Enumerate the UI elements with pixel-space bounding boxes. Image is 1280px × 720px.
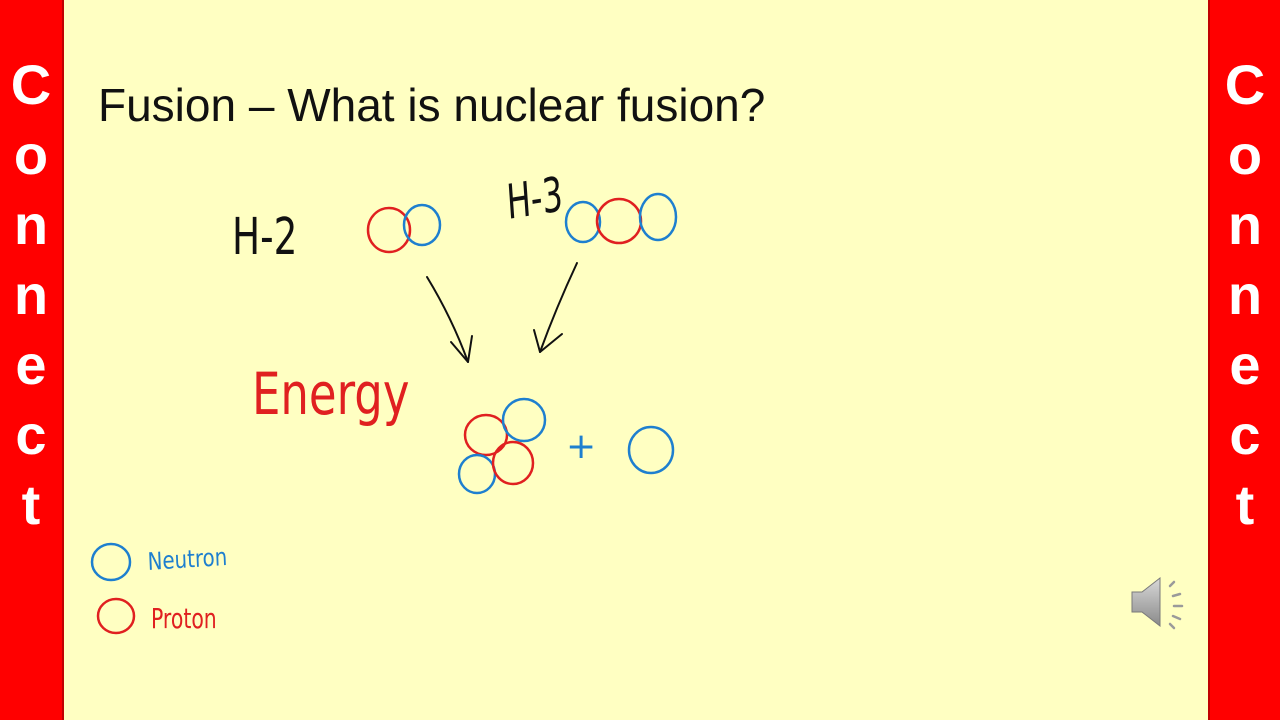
arrow-left: [426, 276, 469, 363]
h3-nucleus: [564, 192, 678, 245]
helium-nucleus: [457, 397, 547, 495]
right-sidebar-letter: o: [1227, 123, 1263, 186]
right-sidebar-letter: C: [1224, 53, 1266, 116]
arrow-left-head: [450, 335, 473, 363]
left-sidebar-letter: t: [21, 473, 41, 536]
neutron-circle: [638, 192, 678, 242]
left-sidebar-letter: c: [15, 403, 47, 466]
right-sidebar: C o n n e c t: [1208, 0, 1280, 720]
slide-title: Fusion – What is nuclear fusion?: [98, 79, 766, 131]
plus-sign: +: [566, 426, 596, 467]
free-neutron-circle: [627, 425, 675, 475]
left-sidebar-letter: e: [15, 333, 47, 396]
legend: Neutron Proton: [90, 542, 228, 635]
h2-nucleus: [366, 203, 442, 254]
neutron-circle: [501, 397, 547, 443]
speaker-icon[interactable]: [1126, 572, 1196, 637]
left-sidebar-letter: C: [10, 53, 52, 116]
neutron-circle: [402, 203, 442, 247]
left-sidebar: C o n n e c t: [0, 0, 64, 720]
left-sidebar-letter: o: [13, 123, 49, 186]
right-sidebar-letter: n: [1227, 263, 1263, 326]
left-sidebar-letter: n: [13, 193, 49, 256]
legend-neutron-label: Neutron: [147, 543, 228, 577]
legend-neutron-circle: [90, 542, 132, 582]
legend-proton-circle: [96, 597, 136, 635]
arrow-right: [539, 262, 578, 353]
right-sidebar-letter: t: [1235, 473, 1255, 536]
h3-label: H-3: [505, 166, 565, 231]
right-sidebar-letter: c: [1229, 403, 1261, 466]
h2-label: H-2: [232, 209, 297, 267]
legend-proton-label: Proton: [151, 602, 217, 635]
neutron-circle: [564, 200, 602, 244]
energy-label: Energy: [252, 362, 409, 429]
speaker-icon-graphic: [1131, 576, 1184, 630]
left-sidebar-letter: n: [13, 263, 49, 326]
proton-circle: [491, 440, 535, 486]
proton-circle: [366, 206, 412, 254]
arrow-right-head: [533, 329, 563, 353]
right-sidebar-letter: e: [1229, 333, 1261, 396]
proton-circle: [595, 197, 643, 245]
fusion-arrows: [426, 262, 578, 363]
proton-circle: [463, 413, 509, 457]
neutron-circle: [457, 453, 497, 495]
right-sidebar-letter: n: [1227, 193, 1263, 256]
